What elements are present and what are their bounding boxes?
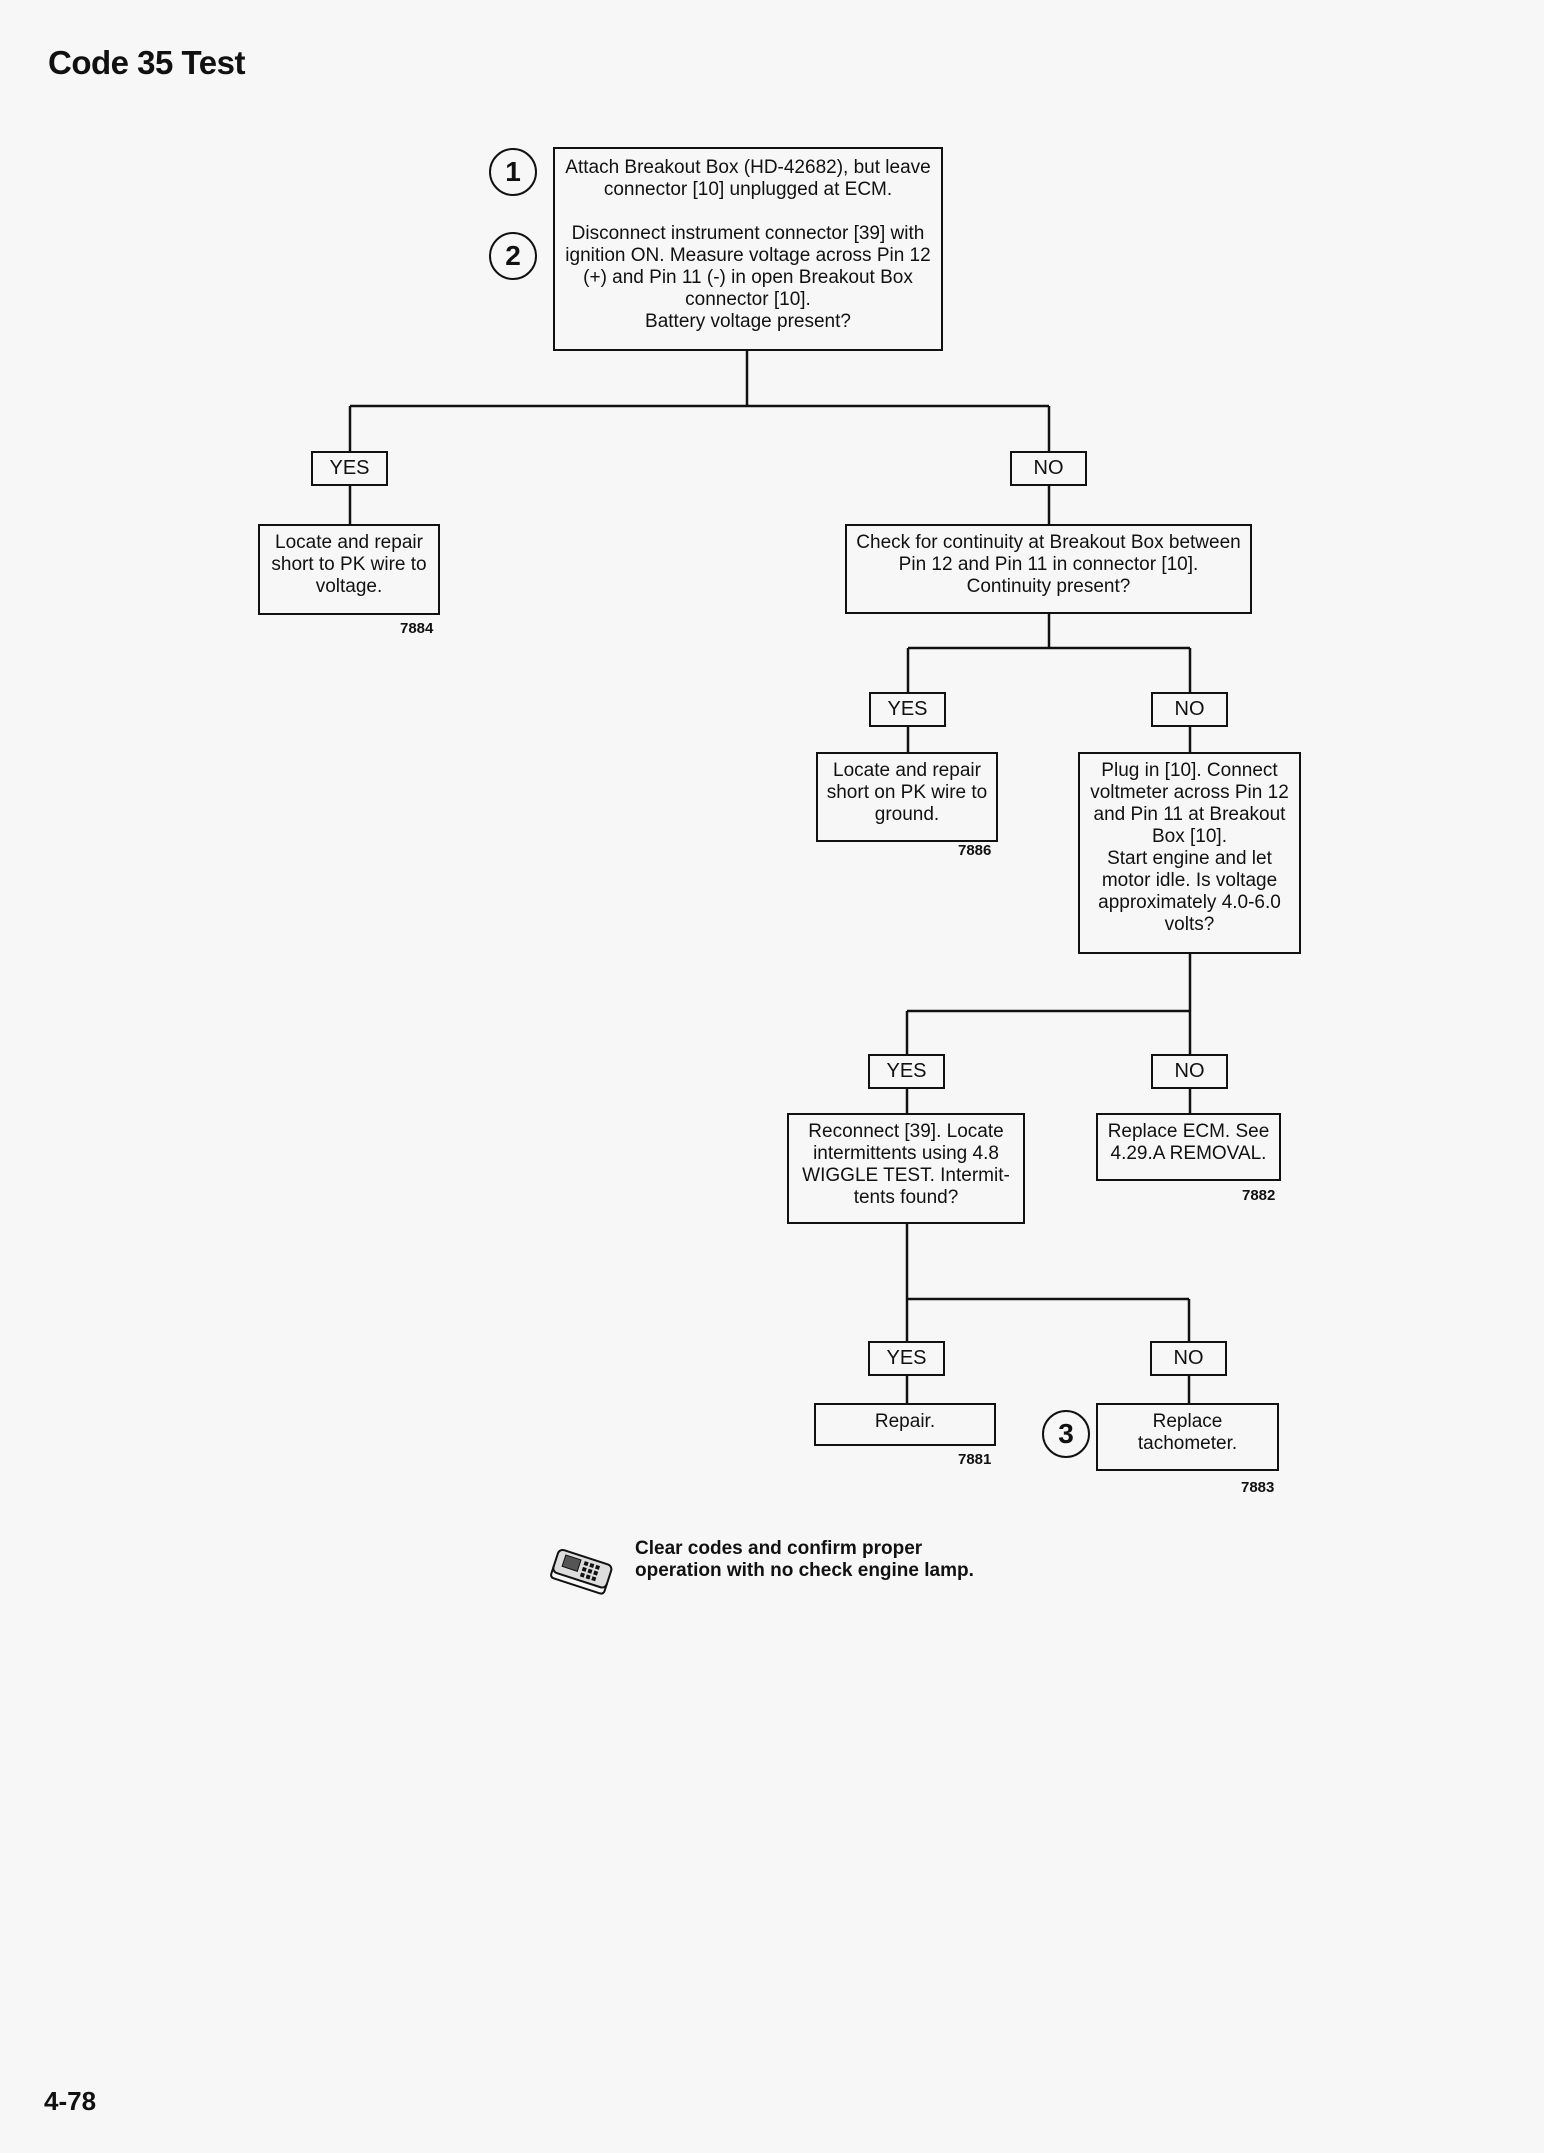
no-label-1: NO <box>1010 451 1087 486</box>
figure-number-7883: 7883 <box>1241 1479 1275 1496</box>
figure-number-7884: 7884 <box>400 620 434 637</box>
repair-short-ground-box: Locate and repair short on PK wire to gr… <box>816 752 998 842</box>
yes-label-3: YES <box>868 1054 945 1089</box>
repair-box: Repair. <box>814 1403 996 1446</box>
figure-number-7886: 7886 <box>958 842 992 859</box>
yes-label-2: YES <box>869 692 946 727</box>
wiggle-test-box: Reconnect [39]. Locate intermittents usi… <box>787 1113 1025 1224</box>
diagnostic-tool-icon <box>548 1545 618 1600</box>
no-label-3: NO <box>1151 1054 1228 1089</box>
repair-short-voltage-box: Locate and repair short to PK wire to vo… <box>258 524 440 615</box>
step-2-marker: 2 <box>489 232 537 280</box>
no-label-4: NO <box>1150 1341 1227 1376</box>
continuity-check-box: Check for continuity at Breakout Box bet… <box>845 524 1252 614</box>
step-1-marker: 1 <box>489 148 537 196</box>
page-number: 4-78 <box>44 2086 97 2116</box>
no-label-2: NO <box>1151 692 1228 727</box>
step-3-marker: 3 <box>1042 1410 1090 1458</box>
figure-number-7882: 7882 <box>1242 1187 1276 1204</box>
footer-note: Clear codes and confirm proper operation… <box>635 1538 974 1581</box>
replace-ecm-box: Replace ECM. See 4.29.A REMOVAL. <box>1096 1113 1281 1181</box>
start-box: Attach Breakout Box (HD-42682), but leav… <box>553 147 943 351</box>
voltmeter-check-box: Plug in [10]. Connect voltmeter across P… <box>1078 752 1301 954</box>
page-title: Code 35 Test <box>48 44 245 81</box>
yes-label-1: YES <box>311 451 388 486</box>
figure-number-7881: 7881 <box>958 1451 992 1468</box>
replace-tach-box: Replace tachometer. <box>1096 1403 1279 1471</box>
yes-label-4: YES <box>868 1341 945 1376</box>
